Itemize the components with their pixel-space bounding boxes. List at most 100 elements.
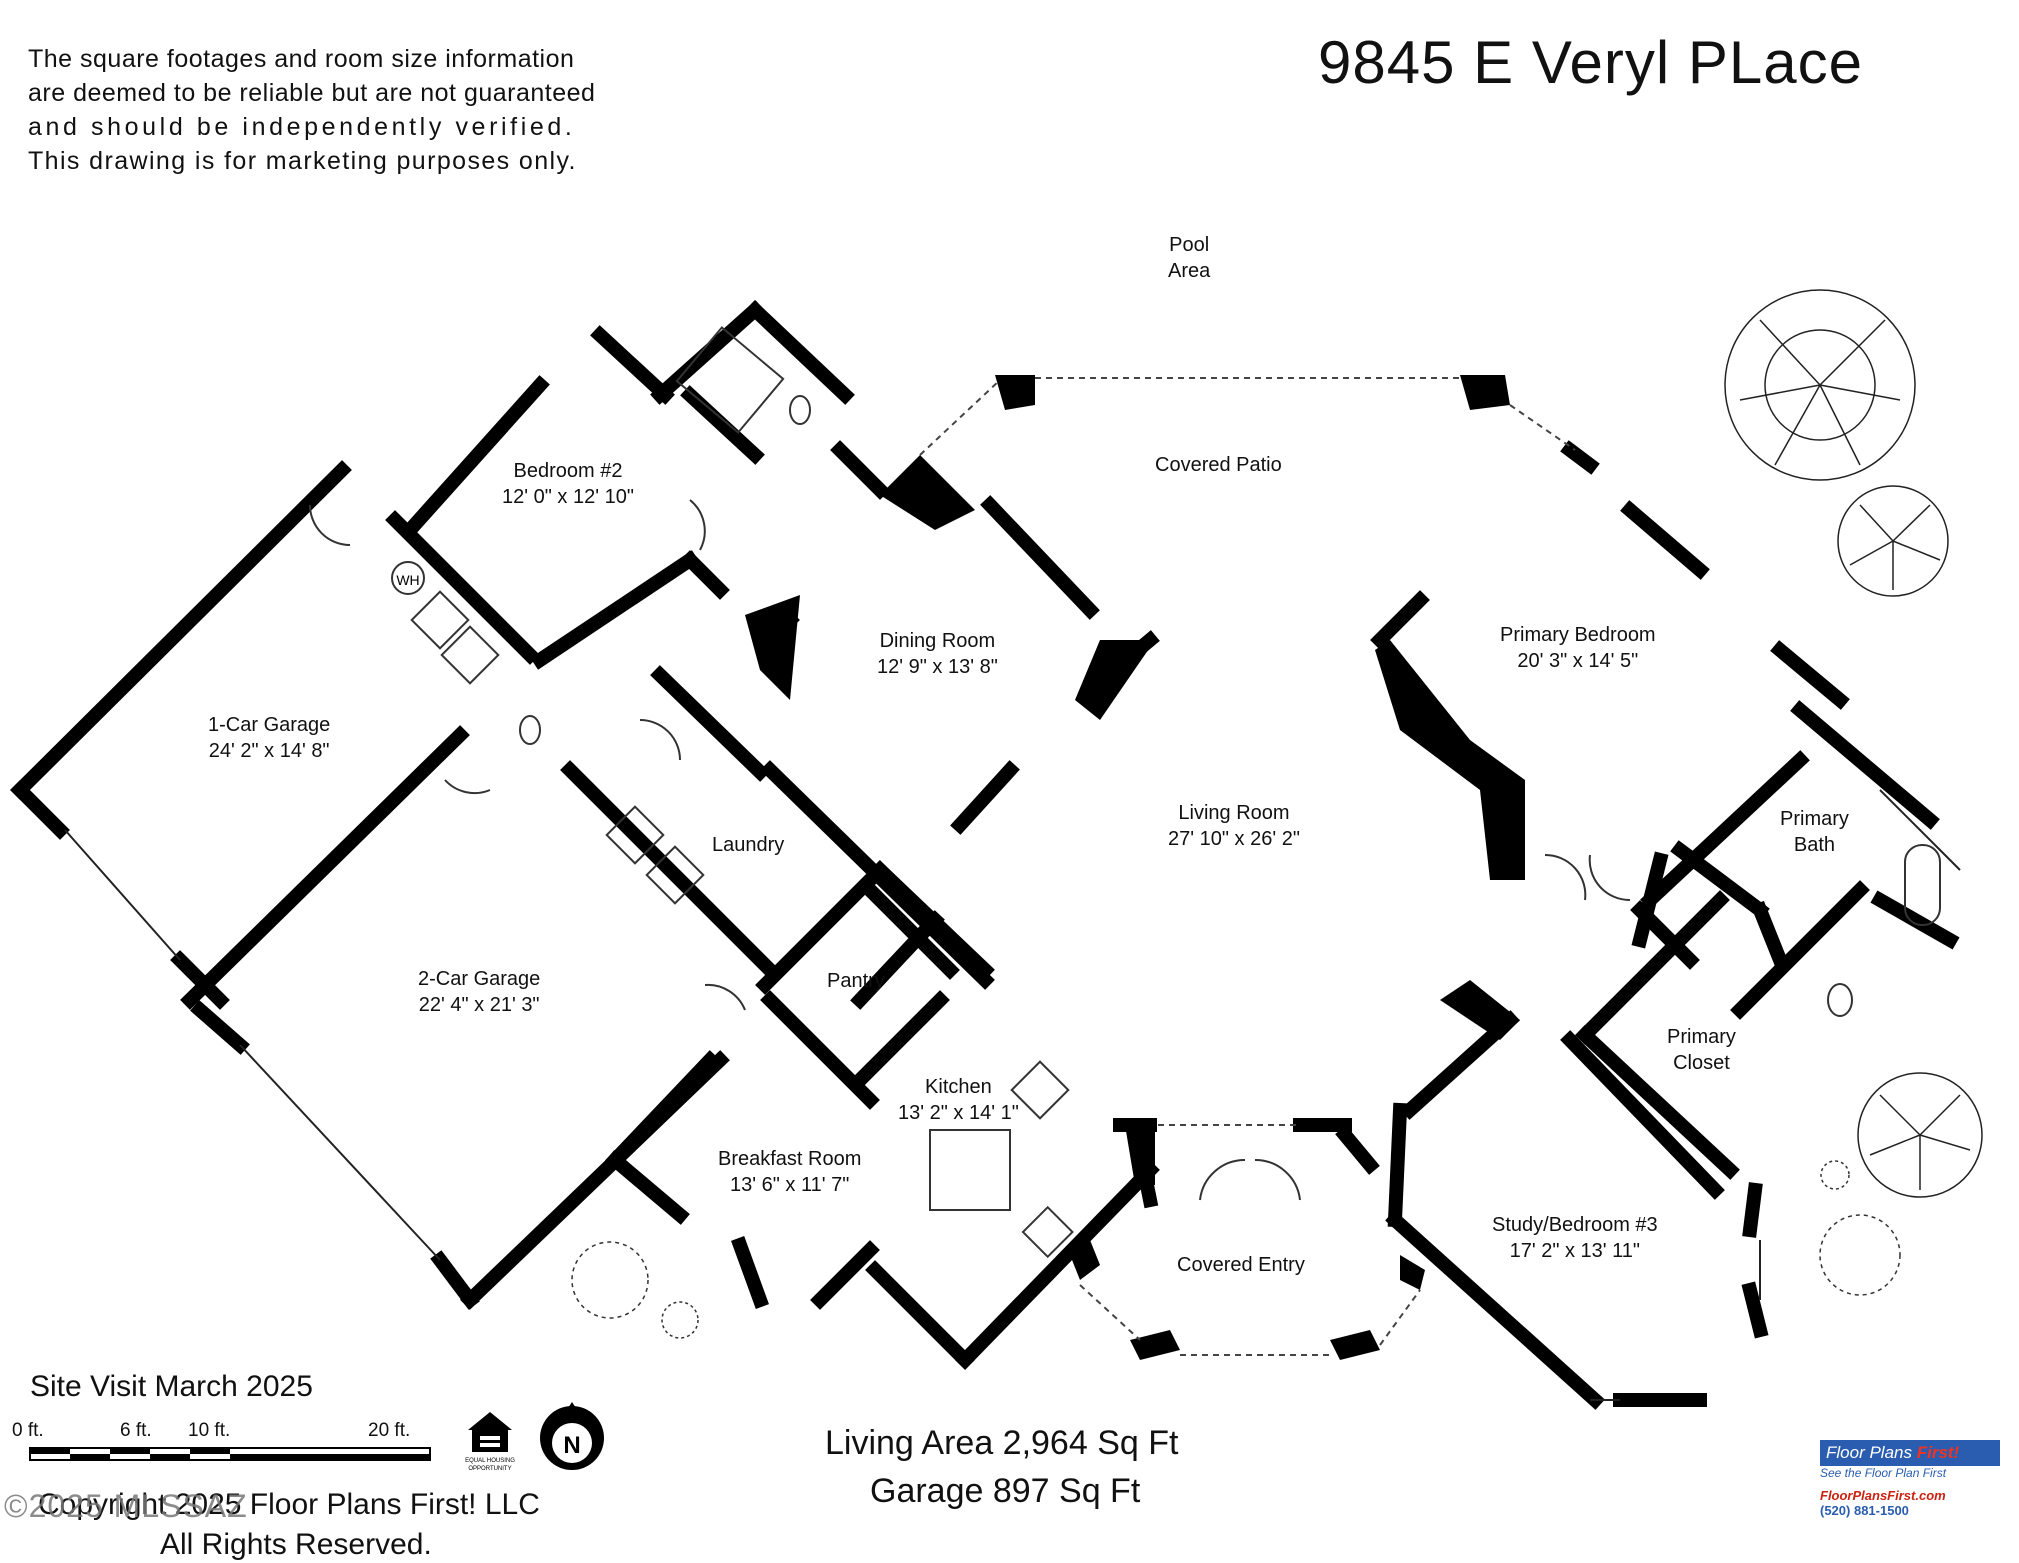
stove [1021, 1205, 1074, 1259]
kitchen-island [929, 1129, 1011, 1211]
wall [1790, 700, 1940, 830]
wall [980, 495, 1100, 620]
scale-label: 20 ft. [368, 1420, 411, 1441]
wall [745, 300, 855, 405]
scale-label: 6 ft. [120, 1420, 152, 1441]
room-laundry: Laundry [712, 834, 785, 856]
wall [1620, 500, 1710, 580]
copyright: Copyright 2025 Floor Plans First! LLC [38, 1488, 540, 1521]
logo-url: FloorPlansFirst.com [1820, 1488, 1946, 1503]
appliance [440, 625, 500, 685]
rights-reserved: All Rights Reserved. [160, 1528, 432, 1561]
wall [870, 860, 995, 980]
wall [865, 1260, 975, 1370]
wall-mass [880, 455, 975, 530]
water-heater-label: WH [396, 572, 419, 588]
washer [605, 805, 665, 865]
toilet [519, 715, 541, 745]
north-arrow-icon: N [540, 1402, 604, 1470]
wall [1742, 1182, 1763, 1238]
disclaimer-line: This drawing is for marketing purposes o… [28, 147, 577, 175]
window-line [64, 829, 181, 961]
disclaimer-line: are deemed to be reliable but are not gu… [28, 79, 596, 107]
door-swing [1254, 1158, 1301, 1201]
room-pantry: Pantry [827, 970, 885, 992]
wall [810, 1240, 880, 1310]
wall-mass [1400, 1255, 1425, 1290]
door-swing [704, 983, 746, 1011]
sink [1010, 1060, 1070, 1120]
water-heater-fixture [391, 561, 425, 595]
wall [650, 665, 770, 782]
wall-mass [745, 595, 800, 700]
wall [10, 780, 70, 840]
window-line [1079, 1284, 1141, 1341]
disclaimer-line: The square footages and room size inform… [28, 45, 575, 73]
scale-label: 0 ft. [12, 1420, 44, 1441]
room-living: Living Room 27' 10" x 26' 2" [1168, 802, 1300, 850]
property-address: 9845 E Veryl PLace [1318, 29, 1864, 96]
wall [430, 1250, 480, 1310]
wall [1387, 1102, 1408, 1228]
door-swing [1544, 853, 1587, 901]
room-breakfast: Breakfast Room 13' 6" x 11' 7" [718, 1148, 862, 1196]
wall [190, 1000, 250, 1055]
wall-mass [1460, 375, 1510, 410]
dryer [645, 845, 705, 905]
svg-text:OPPORTUNITY: OPPORTUNITY [468, 1466, 511, 1472]
room-primary-closet: Primary Closet [1667, 1026, 1736, 1074]
appliance [410, 590, 470, 650]
room-study: Study/Bedroom #3 17' 2" x 13' 11" [1492, 1214, 1658, 1262]
wall [1770, 640, 1850, 710]
wall [731, 1236, 769, 1309]
watermark: ©2025 MLSSAZ [4, 1488, 248, 1524]
toilet [789, 395, 811, 425]
svg-text:N: N [563, 1432, 580, 1459]
wall [605, 1050, 720, 1170]
wall [650, 300, 765, 405]
wall [1370, 590, 1430, 650]
window-line [1379, 1289, 1421, 1346]
door-swing [444, 779, 491, 795]
logo-tagline: See the Floor Plan First [1820, 1466, 1947, 1480]
window-line [1879, 789, 1961, 871]
floor-plans-first-logo: Floor Plans First! See the Floor Plan Fi… [1820, 1440, 2000, 1518]
wall [170, 950, 230, 1010]
wall [680, 385, 765, 465]
wall [1741, 1281, 1769, 1339]
wall [10, 460, 352, 800]
room-primary-bedroom: Primary Bedroom 20' 3" x 14' 5" [1500, 624, 1656, 672]
window-line [1509, 404, 1576, 451]
wall [1640, 750, 1810, 910]
room-bedroom-2: Bedroom #2 12' 0" x 12' 10" [502, 460, 634, 508]
wall [680, 550, 730, 600]
svg-text:EQUAL HOUSING: EQUAL HOUSING [465, 1458, 515, 1464]
room-dining: Dining Room 12' 9" x 13' 8" [877, 630, 998, 678]
door-swing [1588, 854, 1631, 902]
toilet [1827, 983, 1853, 1017]
wall [1730, 880, 1870, 1020]
tree-icon [1724, 289, 1983, 1198]
wall [590, 325, 675, 405]
wall [530, 550, 700, 670]
wall [400, 375, 550, 540]
wall [850, 990, 950, 1090]
logo-phone: (520) 881-1500 [1820, 1503, 1909, 1518]
shower [675, 326, 785, 434]
disclaimer-line: and should be independently verified. [28, 113, 576, 141]
wall [385, 510, 540, 665]
room-covered-entry: Covered Entry [1177, 1254, 1305, 1276]
shrub-icon [571, 1160, 1901, 1339]
wall [1560, 440, 1600, 475]
wall-mass [1375, 640, 1525, 880]
room-kitchen: Kitchen 13' 2" x 14' 1" [898, 1076, 1019, 1124]
door-swing [1199, 1158, 1246, 1201]
scale-label: 10 ft. [188, 1420, 231, 1441]
garage-area-total: Garage 897 Sq Ft [870, 1472, 1141, 1510]
door-swing [309, 504, 351, 546]
room-garage-1: 1-Car Garage 24' 2" x 14' 8" [208, 714, 331, 762]
wall [1750, 900, 1790, 970]
window-line [919, 379, 1001, 456]
wall-mass [1070, 1240, 1100, 1280]
